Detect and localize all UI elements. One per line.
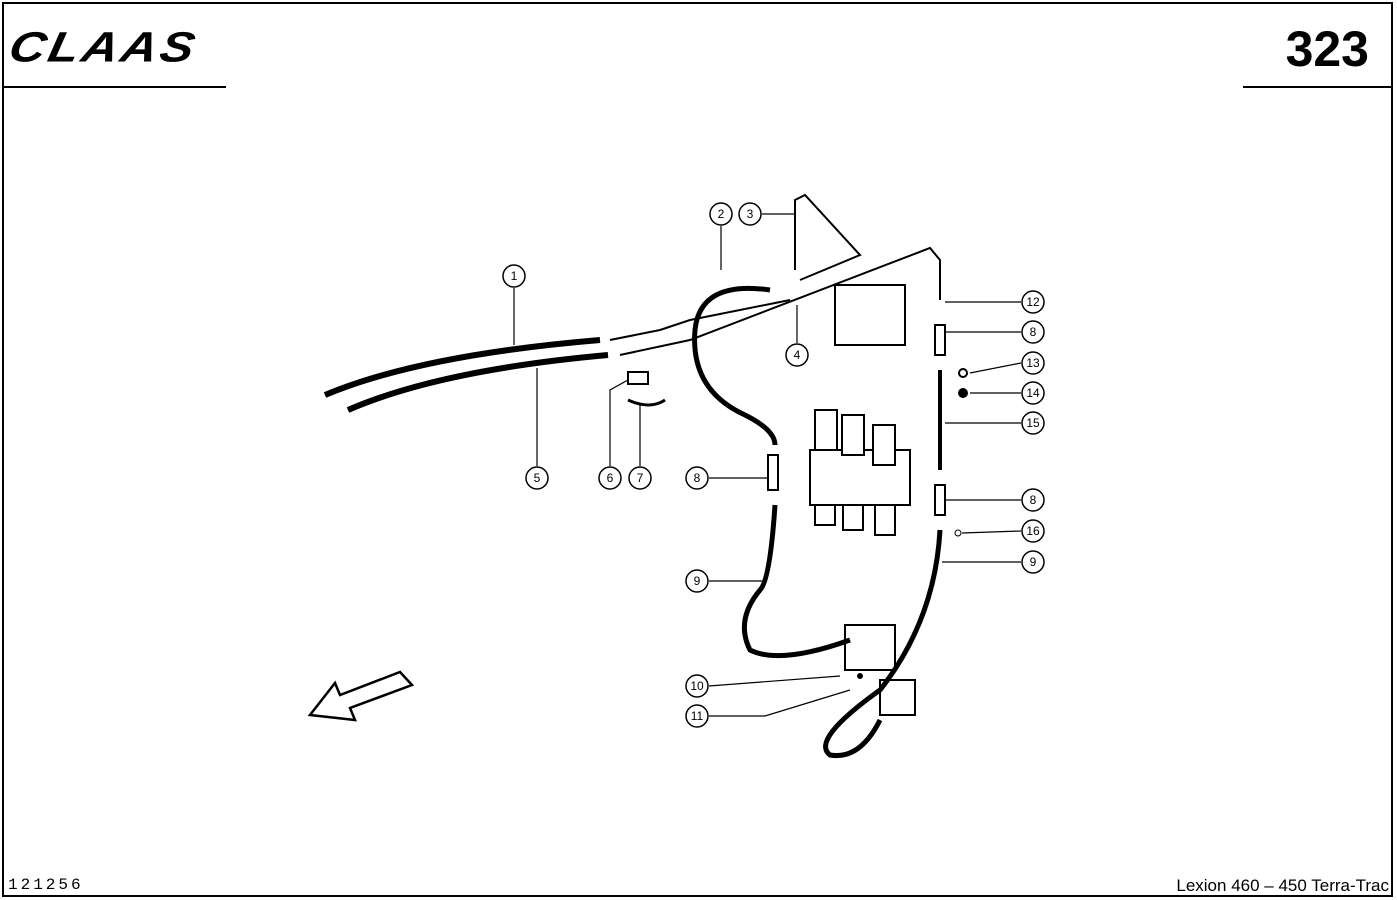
- callout-5: 5: [525, 466, 549, 490]
- callout-9: 9: [685, 569, 709, 593]
- svg-text:7: 7: [637, 471, 644, 485]
- callout-11: 11: [685, 704, 709, 728]
- callout-8: 8: [1021, 320, 1045, 344]
- callout-14: 14: [1021, 381, 1045, 405]
- hose-2: [692, 285, 778, 446]
- callout-8: 8: [1021, 488, 1045, 512]
- svg-text:9: 9: [694, 574, 701, 588]
- hose-5: [346, 352, 609, 413]
- callout-4: 4: [785, 343, 809, 367]
- divider: [1243, 86, 1393, 88]
- direction-arrow: [307, 670, 415, 722]
- svg-text:9: 9: [1030, 555, 1037, 569]
- svg-text:3: 3: [747, 207, 754, 221]
- svg-text:11: 11: [691, 709, 704, 723]
- callout-13: 13: [1021, 351, 1045, 375]
- svg-text:8: 8: [694, 471, 701, 485]
- document-id: 121256: [8, 876, 84, 894]
- callout-1: 1: [502, 264, 526, 288]
- svg-text:14: 14: [1026, 386, 1040, 400]
- callout-10: 10: [685, 674, 709, 698]
- model-name: Lexion 460 – 450 Terra-Trac: [1176, 876, 1389, 895]
- svg-text:4: 4: [794, 348, 801, 362]
- svg-text:15: 15: [1026, 416, 1040, 430]
- svg-text:13: 13: [1026, 356, 1040, 370]
- callout-6: 6: [598, 466, 622, 490]
- pipe: [609, 246, 941, 356]
- svg-text:10: 10: [690, 679, 704, 693]
- svg-text:5: 5: [534, 471, 541, 485]
- callout-9: 9: [1021, 550, 1045, 574]
- valve-block-lower: [844, 624, 896, 671]
- callout-12: 12: [1021, 290, 1045, 314]
- leader-lines: [513, 213, 1022, 717]
- callout-16: 16: [1021, 519, 1045, 543]
- svg-text:8: 8: [1030, 493, 1037, 507]
- callout-7: 7: [628, 466, 652, 490]
- divider: [2, 86, 226, 88]
- valve-block-upper: [834, 284, 906, 346]
- callout-8: 8: [685, 466, 709, 490]
- hose-9-right: [823, 529, 943, 759]
- hose-1: [323, 337, 601, 398]
- svg-text:12: 12: [1026, 295, 1040, 309]
- callout-15: 15: [1021, 411, 1045, 435]
- svg-text:2: 2: [718, 207, 725, 221]
- svg-text:1: 1: [511, 269, 518, 283]
- callout-3: 3: [738, 202, 762, 226]
- svg-text:16: 16: [1026, 524, 1040, 538]
- page-number: 323: [1285, 21, 1369, 77]
- pipe-3: [794, 193, 862, 281]
- hose-9-left: [741, 504, 851, 659]
- callout-2: 2: [709, 202, 733, 226]
- svg-text:6: 6: [607, 471, 614, 485]
- svg-text:8: 8: [1030, 325, 1037, 339]
